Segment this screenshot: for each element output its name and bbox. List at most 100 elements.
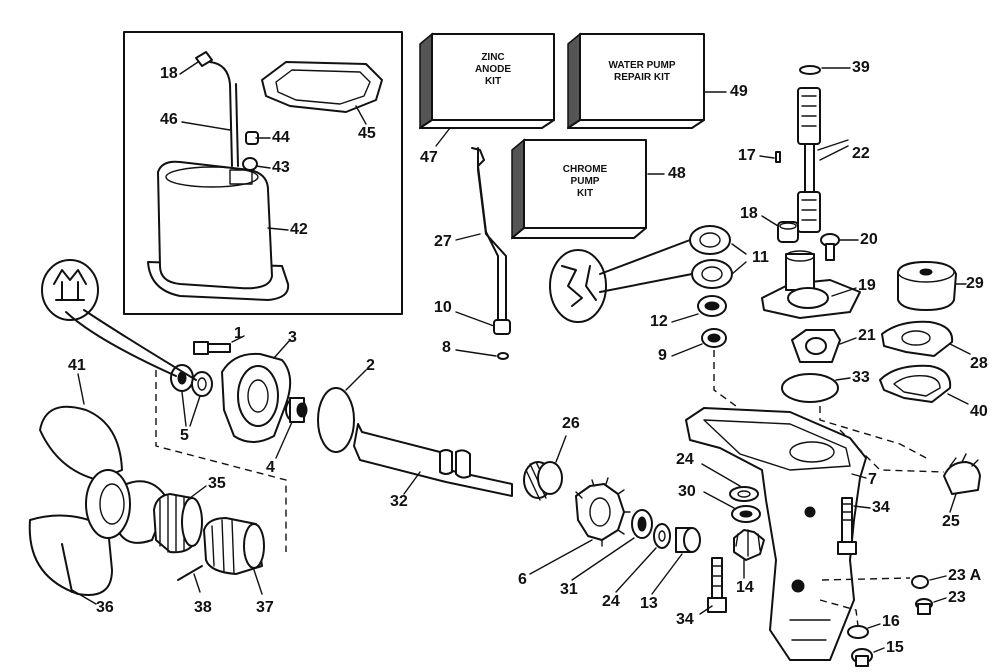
kit-zinc-line-3: KIT <box>484 76 502 87</box>
part-propeller <box>28 405 169 596</box>
part-cotter-pin-36 <box>61 543 73 593</box>
kit-zinc-line-1: ZINC <box>481 52 505 63</box>
callout-26: 26 <box>562 415 580 432</box>
kit-chrome-line-2: PUMP <box>570 176 600 187</box>
callout-37: 37 <box>256 599 274 616</box>
callout-28: 28 <box>970 355 988 372</box>
part-connector-10 <box>493 319 511 335</box>
part-bearing-11a <box>689 225 731 255</box>
inset-bearing-section-right <box>549 239 693 323</box>
callout-22: 22 <box>852 145 870 162</box>
part-washer-23a <box>911 575 929 589</box>
callout-14: 14 <box>736 579 754 596</box>
part-pinion-gear <box>733 529 765 561</box>
part-screw-20 <box>820 233 840 261</box>
callout-32: 32 <box>390 493 408 510</box>
callout-12: 12 <box>650 313 668 330</box>
inset-box <box>123 31 403 315</box>
callout-4: 4 <box>266 459 275 476</box>
callout-34-right: 34 <box>872 499 890 516</box>
part-bearing-carrier <box>221 352 292 443</box>
part-propeller-shaft <box>353 423 513 497</box>
part-bearing-4 <box>285 397 308 423</box>
callout-21: 21 <box>858 327 876 344</box>
callout-18-pump: 18 <box>740 205 758 222</box>
part-pin-17 <box>775 151 781 163</box>
callout-5: 5 <box>180 427 189 444</box>
callout-31: 31 <box>560 581 578 598</box>
callout-9: 9 <box>658 347 667 364</box>
kit-label-zinc-anode: ZINC ANODE KIT <box>432 52 554 88</box>
part-pump-housing <box>761 250 861 319</box>
part-bearing-11b <box>691 259 733 289</box>
callout-7: 7 <box>868 471 877 488</box>
part-bushing-18 <box>777 221 799 243</box>
callout-40: 40 <box>970 403 988 420</box>
callout-38: 38 <box>194 599 212 616</box>
callout-18-inset: 18 <box>160 65 178 82</box>
part-washer-24b <box>653 523 671 549</box>
callout-49: 49 <box>730 83 748 100</box>
part-gasket-45 <box>261 61 383 113</box>
callout-20: 20 <box>860 231 878 248</box>
callout-34-bottom: 34 <box>676 611 694 628</box>
part-gasket-40 <box>879 364 952 403</box>
part-grommet-43 <box>242 157 258 171</box>
part-clip-8 <box>497 352 509 360</box>
callout-16: 16 <box>882 613 900 630</box>
kit-zinc-line-2: ANODE <box>474 64 512 75</box>
part-o-ring-2 <box>317 387 355 453</box>
part-washer-24a <box>729 486 759 502</box>
callout-19: 19 <box>858 277 876 294</box>
part-retainer-25 <box>943 453 981 495</box>
callout-39: 39 <box>852 59 870 76</box>
part-plug-23 <box>915 598 933 615</box>
part-bushing-13 <box>675 527 701 553</box>
callout-36: 36 <box>96 599 114 616</box>
dashed-guide-left <box>155 370 287 552</box>
part-washer-16 <box>847 625 869 639</box>
part-shift-rod <box>471 147 507 321</box>
part-exhaust-housing <box>147 160 290 301</box>
callout-27: 27 <box>434 233 452 250</box>
callout-47: 47 <box>420 149 438 166</box>
callout-17: 17 <box>738 147 756 164</box>
kit-box-water-pump <box>567 32 705 130</box>
kit-water-line-2: REPAIR KIT <box>614 72 670 83</box>
part-seals-5 <box>170 364 213 397</box>
callout-43: 43 <box>272 159 290 176</box>
kit-box-chrome-pump <box>511 138 647 240</box>
callout-30: 30 <box>678 483 696 500</box>
part-screw-1 <box>193 341 231 355</box>
part-plate-28 <box>881 320 954 357</box>
part-forward-gear <box>575 477 631 547</box>
part-gearcase <box>685 407 867 661</box>
callout-13: 13 <box>640 595 658 612</box>
callout-24-upper: 24 <box>676 451 694 468</box>
dashed-guide-cover <box>819 406 931 461</box>
callout-11: 11 <box>752 249 769 266</box>
part-clutch-spring <box>523 461 563 501</box>
kit-label-water-pump: WATER PUMP REPAIR KIT <box>580 60 704 84</box>
kit-chrome-line-3: KIT <box>576 188 594 199</box>
part-water-tube <box>209 61 233 167</box>
callout-29: 29 <box>966 275 984 292</box>
dashed-guide-bearing <box>713 350 737 407</box>
callout-8: 8 <box>442 339 451 356</box>
part-impeller-21 <box>791 329 841 363</box>
part-stud-34b <box>707 557 727 613</box>
callout-15: 15 <box>886 639 904 656</box>
part-seal-ring-39 <box>799 65 821 75</box>
callout-10: 10 <box>434 299 452 316</box>
callout-6: 6 <box>518 571 527 588</box>
callout-1: 1 <box>234 325 243 342</box>
part-pin-38 <box>177 565 203 581</box>
inset-exhaust-housing-group <box>123 31 403 315</box>
callout-25: 25 <box>942 513 960 530</box>
part-thrust-hub <box>153 493 203 554</box>
callout-2: 2 <box>366 357 375 374</box>
part-plug-18 <box>195 51 213 67</box>
kit-box-zinc-anode <box>419 32 555 130</box>
callout-23a: 23 A <box>948 567 982 584</box>
